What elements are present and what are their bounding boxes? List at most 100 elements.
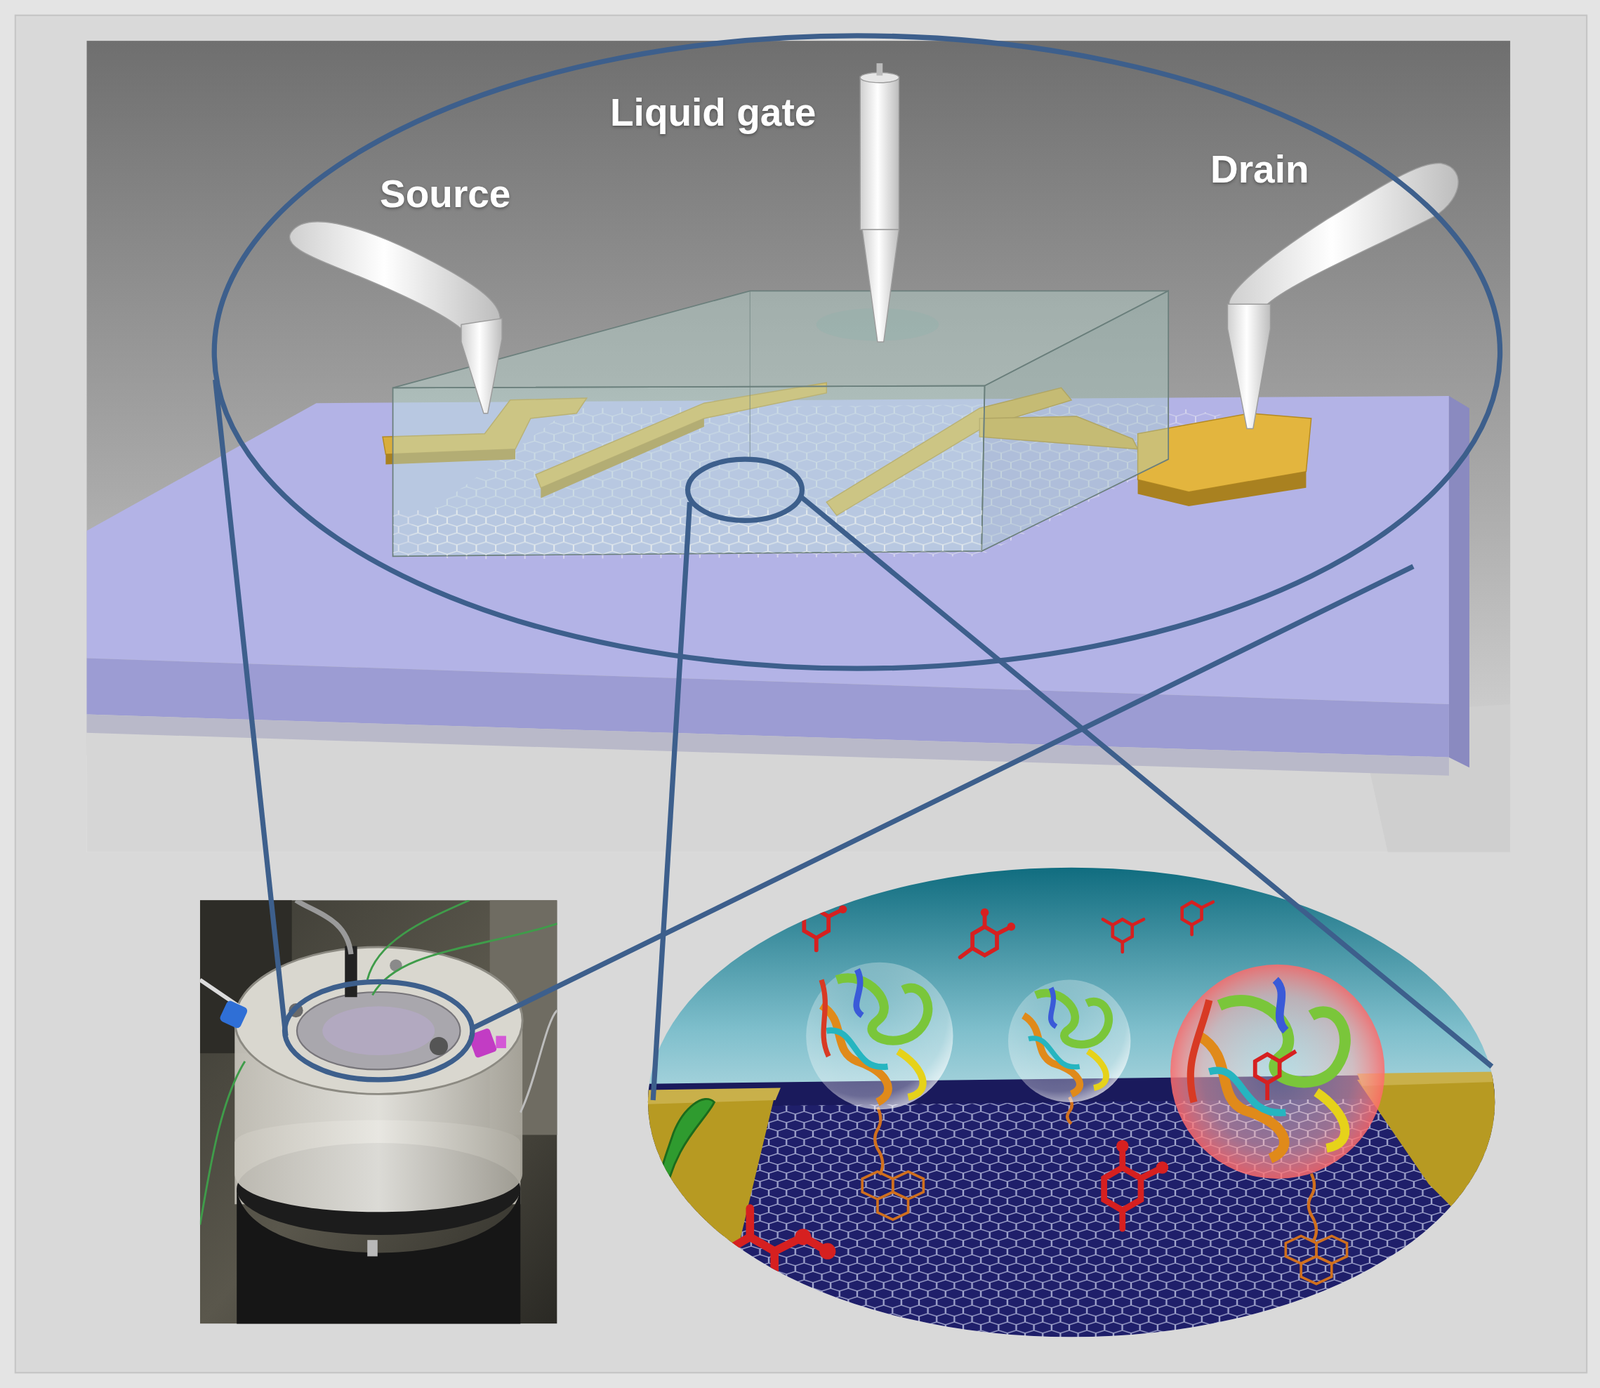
molecular-view-part bbox=[643, 862, 1501, 1347]
molecular-view-part-part-part bbox=[821, 980, 829, 1057]
molecular-view-part-part-part bbox=[1104, 1145, 1163, 1229]
molecular-view-part-part-part bbox=[1035, 992, 1109, 1044]
molecular-view-part-part-part-part bbox=[701, 1279, 726, 1299]
molecular-view-part-part-part-part bbox=[1265, 1082, 1270, 1101]
molecular-view-part-part-part bbox=[1182, 902, 1214, 936]
terminal-label: Liquid gate bbox=[610, 89, 816, 135]
molecular-view-part-part-part bbox=[1170, 964, 1385, 1179]
molecular-view-part-part-part-part bbox=[1182, 902, 1202, 926]
molecular-view-part-part-part-part bbox=[1119, 1210, 1126, 1229]
zoom-callouts-part bbox=[652, 501, 690, 1101]
molecular-view-part-part bbox=[1170, 964, 1385, 1179]
render-panel bbox=[87, 40, 1511, 853]
gate-probe-part bbox=[860, 76, 899, 230]
molecular-view-part-part-part bbox=[1007, 922, 1016, 931]
molecular-view-part-part bbox=[1285, 1235, 1347, 1284]
cell-photo-part-part bbox=[200, 1061, 246, 1226]
molecular-view-part-part-part bbox=[1156, 1161, 1169, 1174]
molecular-view-part-part-part bbox=[1190, 1000, 1210, 1103]
cell-photo-part-part bbox=[520, 1010, 557, 1113]
molecular-view-part-part-part bbox=[1087, 1050, 1106, 1088]
molecular-view-part-part-part bbox=[1199, 1035, 1285, 1158]
cell-photo-part bbox=[200, 900, 558, 1324]
molecular-view-part-part-part-part bbox=[814, 937, 819, 950]
source-probe-part bbox=[461, 318, 502, 414]
liquid-cell-part bbox=[981, 290, 1169, 552]
cell-photo-part-part bbox=[219, 999, 249, 1030]
cell-photo-part-part bbox=[367, 900, 469, 980]
molecular-view-part-part-part bbox=[856, 969, 863, 1016]
molecular-view-part-part bbox=[659, 1098, 715, 1205]
molecular-view-part-part-part bbox=[1275, 980, 1287, 1032]
molecular-view bbox=[643, 862, 1501, 1347]
molecular-view-part-part-part bbox=[819, 1243, 836, 1260]
molecular-view-part-part-part bbox=[836, 977, 929, 1041]
cell-photo-part-part bbox=[495, 1035, 507, 1048]
molecular-view-part-part-part bbox=[1023, 1015, 1080, 1094]
molecular-view-part-part-part bbox=[877, 1192, 909, 1220]
cell-photo-part-part bbox=[429, 1036, 448, 1056]
molecular-view-part-part-part-part bbox=[1112, 918, 1133, 943]
molecular-view-part-part-part bbox=[980, 908, 990, 917]
molecular-view-part-part-part bbox=[1008, 980, 1131, 1103]
molecular-view-part-part-part-part bbox=[1279, 1050, 1297, 1062]
molecular-view-part-part-part bbox=[1116, 1140, 1129, 1153]
cell-photo-part-part bbox=[322, 1006, 435, 1056]
zoom-callouts-part bbox=[800, 495, 1492, 1067]
molecular-view-part-part-part bbox=[838, 904, 848, 914]
molecular-view-part-part-part-part bbox=[791, 909, 804, 917]
molecular-view-part-part bbox=[874, 1107, 883, 1175]
source-probe-part bbox=[289, 221, 500, 333]
zoom-callouts-part bbox=[285, 981, 473, 1080]
molecular-view-part-part-part bbox=[1316, 1091, 1346, 1148]
gate-probe bbox=[860, 63, 899, 342]
molecular-view-part-part-part bbox=[1255, 1050, 1297, 1101]
molecular-view-part-part bbox=[692, 904, 1169, 1306]
molecular-view-part-part-part bbox=[794, 1228, 811, 1245]
cell-photo bbox=[200, 900, 558, 1327]
molecular-view-part-part-part-part bbox=[1102, 918, 1113, 925]
molecular-view-part-part-part bbox=[805, 962, 953, 1110]
zoom-callouts bbox=[214, 35, 1500, 1101]
molecular-view-part-part-part-part bbox=[1104, 1167, 1141, 1211]
molecular-view-part-part-part-part bbox=[972, 926, 997, 956]
molecular-view-part-part-part bbox=[1050, 987, 1057, 1027]
molecular-view-part-part-part-part bbox=[1189, 924, 1194, 935]
molecular-view-part-part-part bbox=[826, 1030, 888, 1068]
molecular-view-part-part-part-part bbox=[960, 947, 973, 957]
molecular-view-part-part-part bbox=[897, 1050, 924, 1097]
substrate-slab-part bbox=[87, 714, 1450, 776]
molecular-view-part-part-part bbox=[960, 912, 1012, 958]
molecular-view-part-part-part-part bbox=[1201, 902, 1214, 908]
molecular-view-part-part-part-part bbox=[1120, 942, 1125, 952]
source-probe bbox=[289, 221, 502, 414]
molecular-view-part-part bbox=[1008, 980, 1131, 1103]
terminal-label: Drain bbox=[1210, 146, 1310, 192]
molecular-view-part-part bbox=[643, 1091, 776, 1347]
molecular-view-part-part-part-part bbox=[1132, 918, 1144, 925]
gate-probe-part bbox=[862, 229, 899, 342]
cell-photo-part-part bbox=[367, 1239, 378, 1256]
molecular-view-part-part-part-part bbox=[803, 909, 829, 938]
molecular-view-part-part-part bbox=[821, 1005, 889, 1103]
terminal-label: Source bbox=[379, 171, 511, 217]
molecular-view-part-part-part bbox=[692, 1289, 710, 1306]
molecular-view-part-part-part bbox=[1102, 918, 1144, 952]
molecular-view-part-part bbox=[701, 902, 1214, 1299]
zoom-callouts-part bbox=[471, 566, 1414, 1030]
zoom-callouts-part bbox=[214, 35, 1500, 669]
zoom-callouts-part bbox=[688, 459, 803, 521]
molecular-view-part-part bbox=[862, 1171, 924, 1220]
gate-probe-part bbox=[876, 63, 884, 76]
molecular-view-part-part-part-part bbox=[725, 1237, 775, 1294]
gold-electrodes-part bbox=[1138, 471, 1307, 507]
cell-photo-part-part bbox=[296, 992, 461, 1070]
page-ground-part bbox=[15, 15, 1587, 1373]
molecular-view-part-part-part-part bbox=[1255, 1054, 1280, 1084]
molecular-view-part-part bbox=[1308, 1173, 1317, 1242]
cell-photo-part-part bbox=[295, 900, 351, 955]
